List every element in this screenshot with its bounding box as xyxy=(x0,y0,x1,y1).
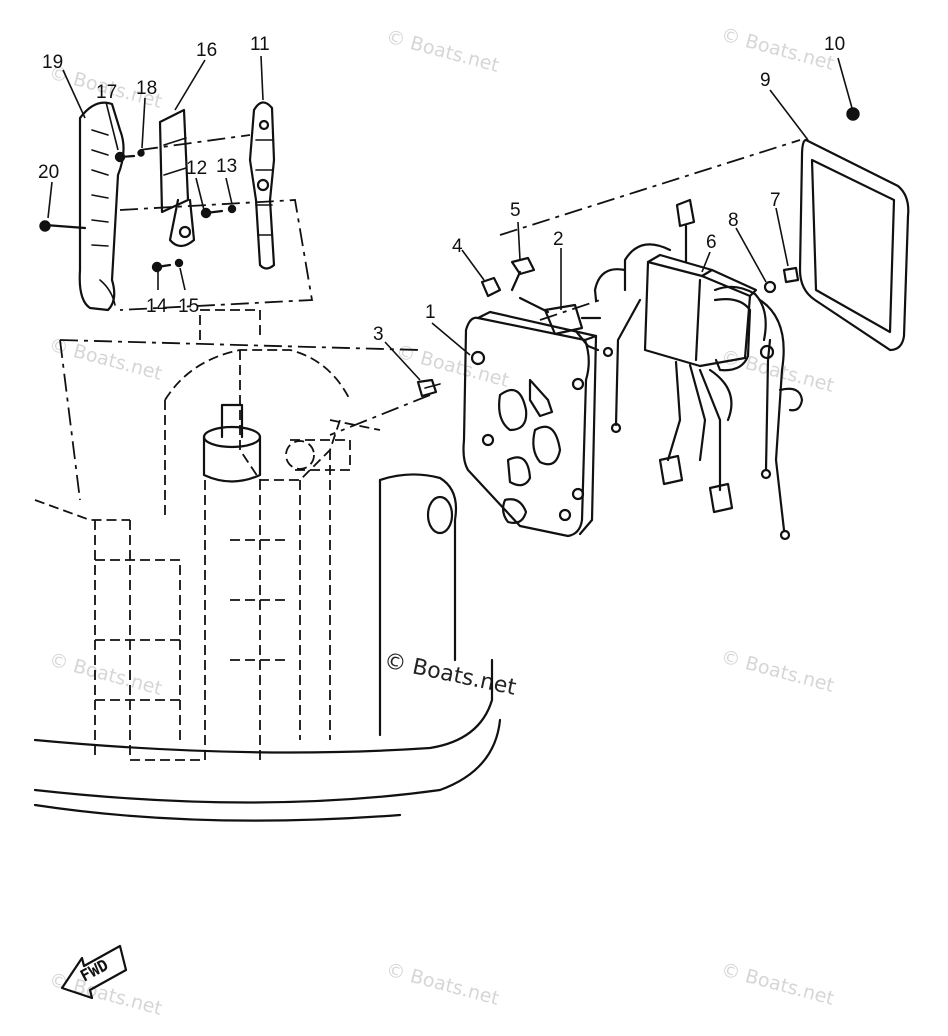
callout-14: 14 xyxy=(146,296,168,317)
watermark: © Boats.net xyxy=(719,646,837,697)
watermark-group: © Boats.net © Boats.net © Boats.net © Bo… xyxy=(47,24,837,1020)
control-linkage-assembly xyxy=(39,101,276,312)
base-plate xyxy=(416,310,598,538)
watermark: © Boats.net xyxy=(47,649,165,700)
callout-15: 15 xyxy=(178,296,199,317)
callout-19: 19 xyxy=(42,52,63,73)
cdi-unit xyxy=(593,198,804,541)
callout-9: 9 xyxy=(760,70,771,91)
callout-5: 5 xyxy=(510,200,521,221)
callout-8: 8 xyxy=(728,210,739,231)
callout-16: 16 xyxy=(196,40,217,61)
callout-labels: 1 2 3 4 5 6 7 8 9 10 11 12 13 14 15 16 1… xyxy=(38,34,845,345)
watermark: © Boats.net xyxy=(719,24,837,75)
callout-12: 12 xyxy=(186,158,207,179)
watermark: © Boats.net xyxy=(719,346,837,397)
callout-20: 20 xyxy=(38,162,59,183)
callout-13: 13 xyxy=(216,156,237,177)
callout-11: 11 xyxy=(250,34,270,55)
watermark: © Boats.net xyxy=(47,969,165,1020)
callout-10: 10 xyxy=(824,34,845,55)
watermark: © Boats.net xyxy=(384,959,502,1010)
callout-4: 4 xyxy=(452,236,463,257)
callout-1: 1 xyxy=(425,302,436,323)
small-parts-upper xyxy=(480,256,614,358)
callout-17: 17 xyxy=(96,82,117,103)
watermark: © Boats.net xyxy=(719,959,837,1010)
callout-3: 3 xyxy=(373,324,384,345)
watermark-center: © Boats.net xyxy=(382,648,519,700)
engine-block xyxy=(33,309,502,822)
watermark: © Boats.net xyxy=(394,341,512,392)
watermark: © Boats.net xyxy=(384,26,502,77)
callout-18: 18 xyxy=(136,78,157,99)
callout-6: 6 xyxy=(706,232,717,253)
leader-lines xyxy=(47,55,853,381)
cover-gasket xyxy=(798,107,910,352)
assembly-guides xyxy=(59,134,801,501)
callout-2: 2 xyxy=(553,229,564,250)
callout-7: 7 xyxy=(770,190,781,211)
